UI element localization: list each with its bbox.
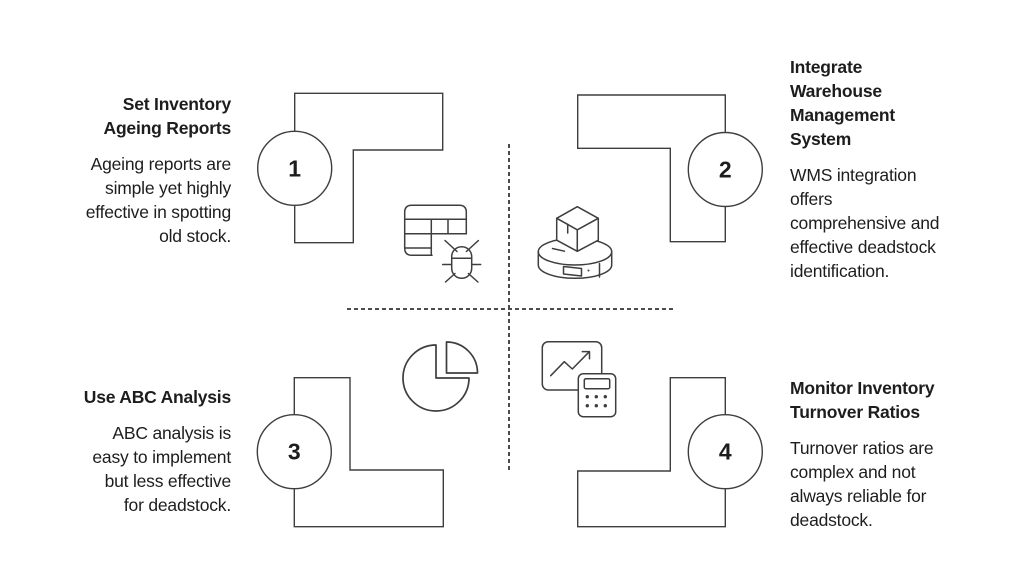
quadrant-2-body: WMS integration offers comprehensive and… [790, 165, 940, 281]
quadrant-1-title: Set Inventory Ageing Reports [103, 94, 232, 138]
quadrant-4-title: Monitor Inventory Turnover Ratios [790, 378, 935, 422]
step-circle-1 [257, 130, 333, 207]
quadrant-1-text: Set Inventory Ageing Reports Ageing repo… [11, 92, 231, 248]
quadrant-3-body: ABC analysis is easy to implement but le… [92, 423, 231, 515]
quadrant-4-text: Monitor Inventory Turnover Ratios Turnov… [790, 376, 1000, 532]
quadrant-4-body: Turnover ratios are complex and not alwa… [790, 438, 934, 530]
step-number-4: 4 [719, 439, 732, 465]
pie-chart-icon [402, 341, 479, 412]
step-circle-3 [256, 413, 332, 490]
quadrant-1-body: Ageing reports are simple yet highly eff… [85, 154, 231, 246]
quadrant-1-shape: 1 [257, 92, 444, 244]
table-bug-icon [403, 204, 482, 283]
trend-calculator-icon [541, 340, 617, 418]
quadrant-2-text: Integrate Warehouse Management System WM… [790, 55, 1000, 283]
quadrant-3-title: Use ABC Analysis [83, 387, 231, 407]
step-circle-4 [687, 413, 764, 490]
divider-horizontal-dashed [347, 308, 673, 310]
quadrant-2-shape: 2 [577, 94, 764, 243]
quadrant-4-shape: 4 [577, 377, 764, 528]
step-number-2: 2 [719, 157, 732, 183]
quadrant-3-text: Use ABC Analysis ABC analysis is easy to… [11, 385, 231, 517]
step-number-1: 1 [288, 155, 301, 181]
quadrant-2-title: Integrate Warehouse Management System [790, 57, 895, 149]
step-circle-2 [687, 131, 764, 208]
step-number-3: 3 [288, 439, 301, 465]
box-on-platform-icon [537, 205, 613, 280]
quadrant-3-shape: 3 [256, 377, 444, 528]
